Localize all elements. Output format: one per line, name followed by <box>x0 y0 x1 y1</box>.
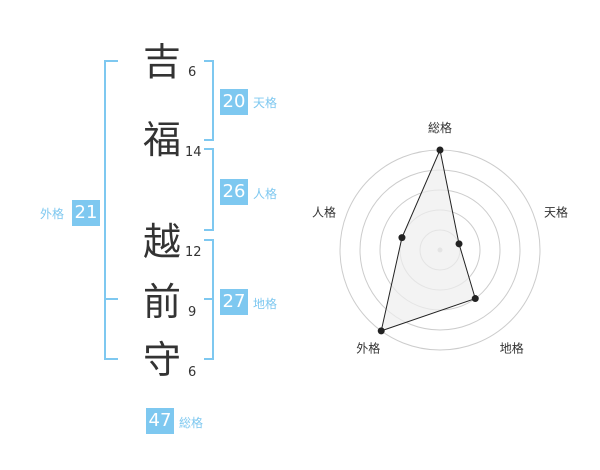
chikaku-label: 地格 <box>253 297 278 311</box>
gaikaku-label: 外格 <box>40 207 65 221</box>
radar-point-2 <box>455 240 463 248</box>
jinkaku-label: 人格 <box>253 187 278 201</box>
radar-point-5 <box>398 234 406 242</box>
gaikaku-score: 21 <box>72 200 100 226</box>
radar-axis-label-4: 外格 <box>356 341 380 356</box>
soukaku-score: 47 <box>146 408 174 434</box>
name-char-2: 福 <box>142 118 181 162</box>
stroke-count-4: 9 <box>188 305 197 320</box>
stroke-count-5: 6 <box>188 365 197 380</box>
stroke-count-3: 12 <box>185 245 202 260</box>
stroke-count-1: 6 <box>188 65 197 80</box>
name-char-4: 前 <box>142 280 181 324</box>
tenkaku-score: 20 <box>220 89 248 115</box>
tenkaku-label: 天格 <box>253 96 278 110</box>
name-char-1: 吉 <box>142 40 181 84</box>
radar-series-polygon <box>380 148 476 332</box>
jinkaku-score: 26 <box>220 179 248 205</box>
chikaku-score: 27 <box>220 289 248 315</box>
name-char-3: 越 <box>142 220 181 264</box>
soukaku-label: 総格 <box>179 416 204 430</box>
radar-axis-label-1: 総格 <box>428 120 452 135</box>
radar-axis-label-5: 人格 <box>312 204 336 219</box>
radar-point-1 <box>436 146 444 154</box>
radar-point-4 <box>377 327 385 335</box>
stroke-count-2: 14 <box>185 145 202 160</box>
radar-point-3 <box>471 295 479 303</box>
name-char-5: 守 <box>142 338 181 382</box>
radar-axis-label-3: 地格 <box>500 341 524 356</box>
radar-axis-label-2: 天格 <box>544 204 568 219</box>
